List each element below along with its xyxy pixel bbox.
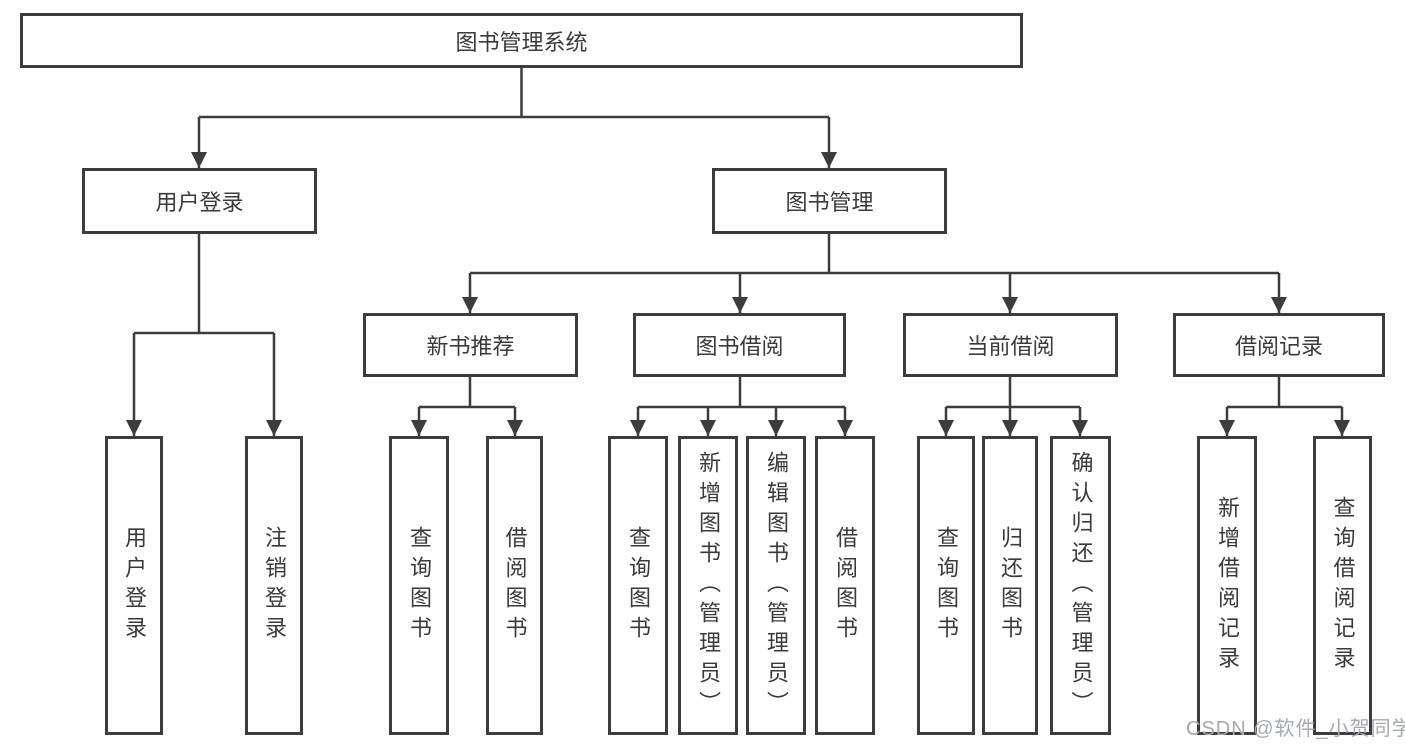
- leaf-add-books-admin-label: 新增图书（管理员）: [696, 450, 721, 721]
- connector-root-branch: [191, 68, 837, 168]
- leaf-logout: 注销登录: [245, 436, 303, 735]
- leaf-edit-books-admin: 编辑图书（管理员）: [746, 436, 806, 735]
- leaf-user-login: 用户登录: [105, 436, 163, 735]
- connector-borrowing-records-branch: [1219, 377, 1350, 436]
- leaf-add-books-admin: 新增图书（管理员）: [678, 436, 738, 735]
- leaf-borrow-books-recommend-label: 借阅图书: [502, 525, 528, 646]
- node-root-label: 图书管理系统: [455, 29, 588, 55]
- node-book-borrowing: 图书借阅: [633, 313, 846, 377]
- connector-book-management-branch: [462, 234, 1287, 313]
- node-root: 图书管理系统: [20, 13, 1023, 68]
- connector-current-borrowing-branch: [938, 377, 1088, 436]
- node-user-login: 用户登录: [82, 168, 317, 234]
- leaf-confirm-return-admin: 确认归还（管理员）: [1050, 436, 1111, 735]
- leaf-return-books-label: 归还图书: [998, 525, 1023, 646]
- node-book-borrowing-label: 图书借阅: [695, 334, 784, 359]
- leaf-return-books: 归还图书: [982, 436, 1038, 735]
- leaf-query-books-recommend: 查询图书: [389, 436, 449, 735]
- leaf-user-login-label: 用户登录: [122, 525, 147, 646]
- leaf-confirm-return-admin-label: 确认归还（管理员）: [1068, 450, 1094, 721]
- leaf-add-borrow-record: 新增借阅记录: [1197, 436, 1257, 735]
- node-book-management-label: 图书管理: [785, 190, 874, 215]
- leaf-edit-books-admin-label: 编辑图书（管理员）: [764, 450, 789, 721]
- leaf-query-books-recommend-label: 查询图书: [407, 525, 432, 646]
- connector-book-borrowing-branch: [630, 377, 853, 436]
- connector-new-book-recommend-branch: [411, 377, 523, 436]
- node-user-login-label: 用户登录: [155, 190, 244, 215]
- leaf-query-books-current-label: 查询图书: [934, 525, 959, 646]
- node-current-borrowing: 当前借阅: [903, 313, 1118, 377]
- node-borrowing-records-label: 借阅记录: [1234, 334, 1323, 359]
- leaf-query-borrow-record: 查询借阅记录: [1313, 436, 1372, 735]
- connector-user-login-branch: [126, 234, 282, 436]
- leaf-borrow-books-recommend: 借阅图书: [486, 436, 543, 735]
- leaf-borrow-books: 借阅图书: [815, 436, 875, 735]
- node-book-management: 图书管理: [712, 168, 947, 234]
- node-new-book-recommend-label: 新书推荐: [426, 334, 515, 359]
- csdn-watermark: CSDN @软件_小贺同学: [1186, 718, 1405, 740]
- node-current-borrowing-label: 当前借阅: [966, 334, 1055, 359]
- leaf-query-books-borrowing-label: 查询图书: [626, 525, 651, 646]
- leaf-query-books-borrowing: 查询图书: [608, 436, 668, 735]
- leaf-query-books-current: 查询图书: [917, 436, 975, 735]
- node-borrowing-records: 借阅记录: [1173, 313, 1385, 377]
- leaf-add-borrow-record-label: 新增借阅记录: [1215, 495, 1240, 676]
- leaf-logout-label: 注销登录: [262, 525, 287, 646]
- leaf-query-borrow-record-label: 查询借阅记录: [1330, 495, 1356, 676]
- node-new-book-recommend: 新书推荐: [363, 313, 578, 377]
- leaf-borrow-books-label: 借阅图书: [833, 525, 858, 646]
